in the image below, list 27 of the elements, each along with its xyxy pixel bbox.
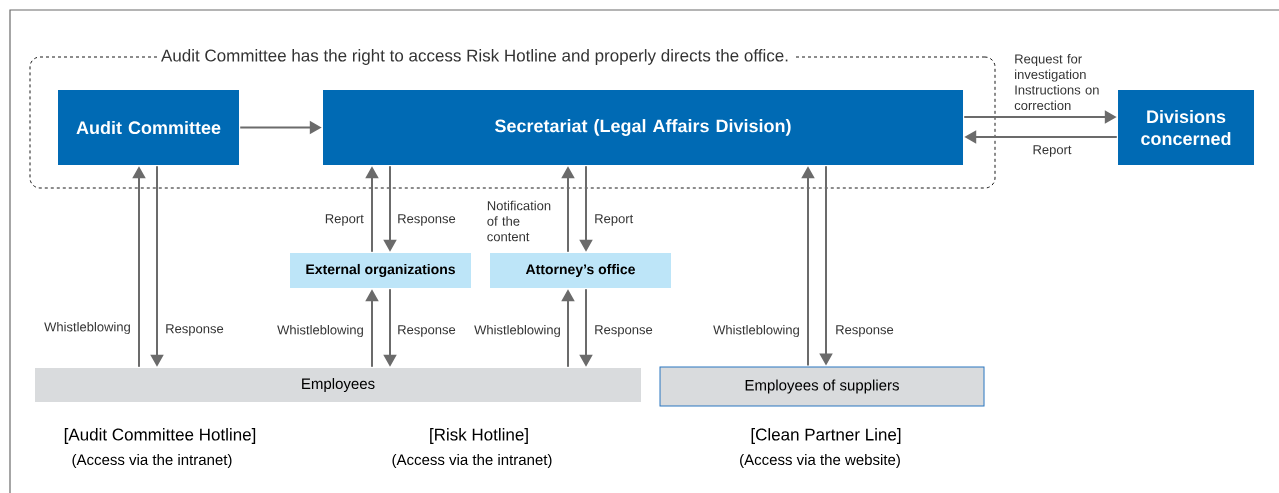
edge-label: Whistleblowing (473, 323, 562, 339)
edge-label: Report (323, 213, 365, 227)
edge-label: Response (834, 324, 895, 338)
edge-label: Whistleblowing (43, 320, 132, 336)
hotline-name: [Clean Partner Line] (751, 428, 901, 444)
group-bar: Employees (35, 368, 641, 402)
group-bar: Employees of suppliers (659, 366, 985, 407)
edge-label: Response (396, 213, 457, 227)
process-box: Divisions concerned (1118, 90, 1254, 165)
process-box: Secretariat (Legal Affairs Division) (323, 90, 963, 165)
edge-label: Notification of the content (485, 199, 564, 243)
access-note: (Access via the website) (740, 454, 900, 468)
edge-label: Request for investigation Instructions on correction (1013, 53, 1102, 111)
edge-label: Whistleblowing (276, 323, 365, 339)
edge-label: Response (593, 324, 654, 338)
office-box: Attorney’s office (490, 253, 671, 288)
hotline-name: [Risk Hotline] (430, 428, 528, 444)
office-box: External organizations (290, 253, 471, 288)
hotline-name: [Audit Committee Hotline] (64, 428, 256, 444)
edge-label: Report (1031, 144, 1073, 158)
process-box: Audit Committee (58, 90, 239, 165)
access-note: (Access via the intranet) (72, 454, 232, 468)
edge-label: Whistleblowing (712, 323, 801, 339)
edge-label: Response (164, 323, 225, 337)
access-note: (Access via the intranet) (392, 454, 552, 468)
edge-label: Report (593, 213, 635, 227)
edge-label: Response (396, 324, 457, 338)
